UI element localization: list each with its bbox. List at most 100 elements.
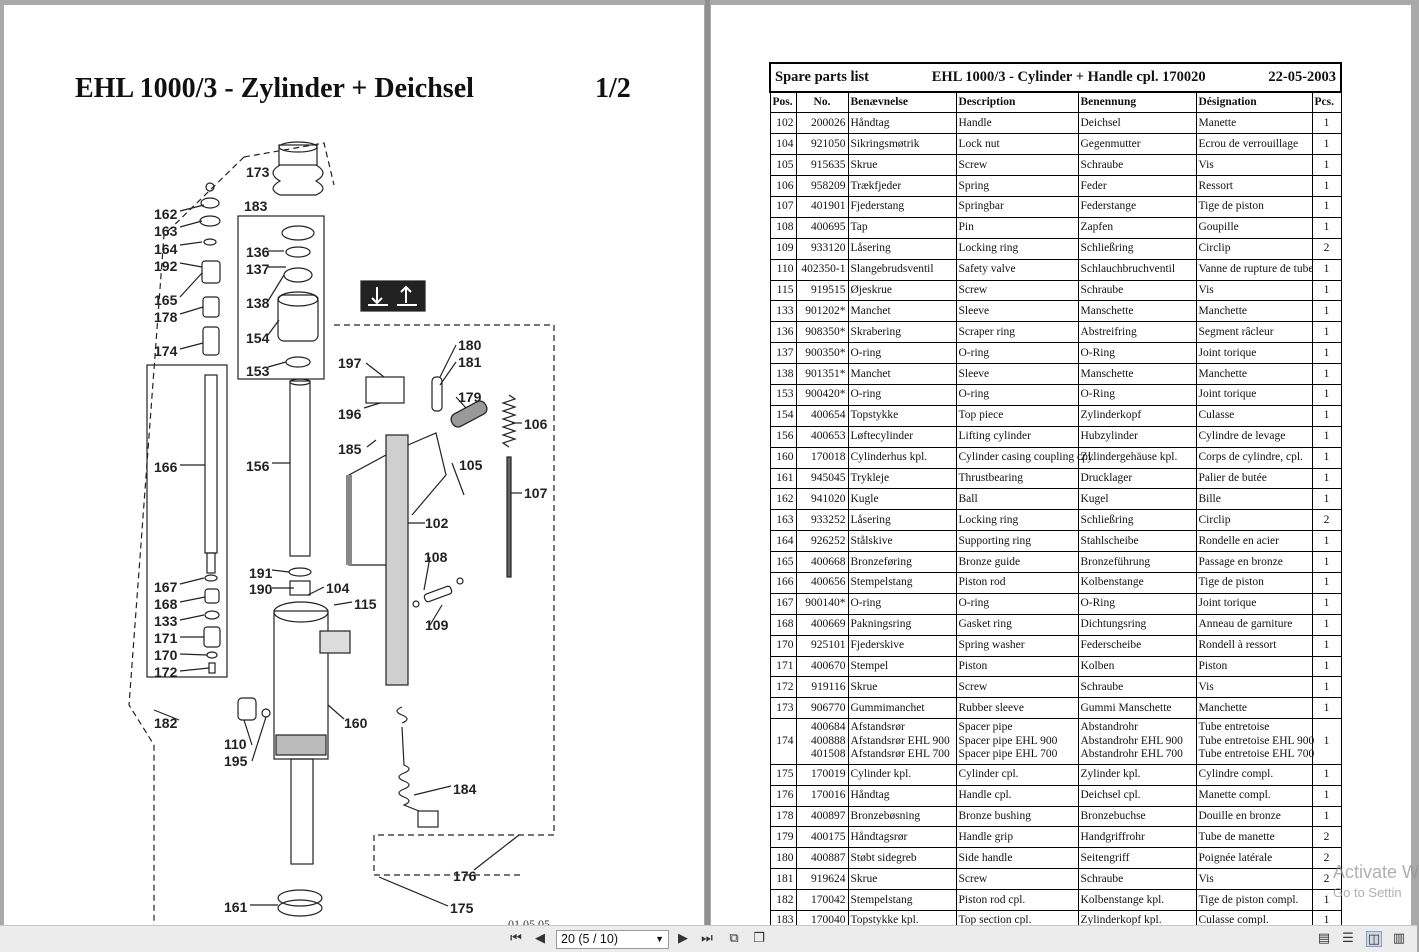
exploded-view-drawing: 1731831621631641921361371651781381541741… <box>128 141 555 925</box>
two-page-continuous-icon[interactable]: ▥ <box>1392 931 1406 946</box>
cell-danish: Manchet <box>847 300 957 323</box>
cell-english: Locking ring <box>955 509 1079 532</box>
cell-english: Spring <box>955 175 1079 197</box>
first-page-icon[interactable]: ⏮ <box>510 931 522 946</box>
cell-german: Handgriffrohr <box>1077 826 1197 849</box>
table-title-row: Spare parts list EHL 1000/3 - Cylinder +… <box>768 62 1343 93</box>
cell-german: Schraube <box>1077 676 1197 699</box>
cell-pcs: 1 <box>1311 404 1342 427</box>
last-page-icon[interactable]: ⏭ <box>701 931 713 946</box>
cell-english: Gasket ring <box>955 613 1079 636</box>
cell-german: Deichsel <box>1077 112 1197 135</box>
single-page-icon[interactable]: ▤ <box>1317 931 1331 946</box>
cell-danish: Skrue <box>847 676 957 699</box>
cell-pos: 170 <box>769 634 797 657</box>
cell-german: Zylindergehäuse kpl. <box>1077 446 1197 469</box>
cell-danish: Trækfjeder <box>847 175 957 197</box>
cell-pos: 108 <box>769 216 797 239</box>
cell-danish: Pakningsring <box>847 613 957 636</box>
callout-label: 160 <box>344 715 368 731</box>
cell-english: Supporting ring <box>955 530 1079 553</box>
cell-english: Screw <box>955 676 1079 699</box>
cell-pos: 164 <box>769 530 797 553</box>
cell-german: Zylinderkopf <box>1077 404 1197 427</box>
watermark-line2: Go to Settin <box>1333 885 1402 900</box>
cell-english: Side handle <box>955 847 1079 870</box>
cell-danish: Gummimanchet <box>847 697 957 720</box>
cell-pcs: 1 <box>1311 613 1342 636</box>
callout-label: 182 <box>154 715 178 731</box>
compare-icon[interactable]: ❐ <box>753 931 765 946</box>
cell-french: Vis <box>1195 676 1313 699</box>
cell-part-no: 919515 <box>795 279 849 302</box>
two-page-icon[interactable]: ◫ <box>1366 931 1382 947</box>
cell-german: Drucklager <box>1077 467 1197 490</box>
cell-german: Hubzylinder <box>1077 425 1197 448</box>
cell-pcs: 1 <box>1311 763 1342 786</box>
callout-label: 170 <box>154 647 178 663</box>
document-page-left[interactable]: EHL 1000/3 - Zylinder + Deichsel 1/2 <box>4 5 704 931</box>
cell-pcs: 1 <box>1311 112 1342 135</box>
cell-pos: 182 <box>769 889 797 911</box>
cell-pcs: 1 <box>1311 300 1342 323</box>
document-page-right[interactable]: Spare parts list EHL 1000/3 - Cylinder +… <box>711 5 1411 932</box>
continuous-page-icon[interactable]: ☰ <box>1342 931 1354 946</box>
cell-pcs: 2 <box>1311 868 1342 891</box>
callout-label: 167 <box>154 579 178 595</box>
cell-pos: 161 <box>769 467 797 490</box>
callout-label: 109 <box>425 617 449 633</box>
page-select[interactable]: 20 (5 / 10) ▼ <box>556 930 669 949</box>
cell-pos: 156 <box>769 425 797 448</box>
cell-danish: Fjederskive <box>847 634 957 657</box>
cell-german: Stahlscheibe <box>1077 530 1197 553</box>
cell-part-no: 400669 <box>795 613 849 636</box>
cell-line: Tube entretoise EHL 700 <box>1198 748 1315 761</box>
cell-english: Pin <box>955 216 1079 239</box>
prev-page-icon[interactable]: ◀ <box>535 931 545 946</box>
cell-german: Schraube <box>1077 868 1197 891</box>
cell-german: Schraube <box>1077 279 1197 302</box>
cell-german: Gummi Manschette <box>1077 697 1197 720</box>
cell-danish: Trykleje <box>847 467 957 490</box>
cell-english: Sleeve <box>955 300 1079 323</box>
cell-pcs: 2 <box>1311 509 1342 532</box>
cell-pcs: 2 <box>1311 826 1342 849</box>
cell-english: Rubber sleeve <box>955 697 1079 720</box>
cell-pcs: 1 <box>1311 592 1342 615</box>
cell-line: Afstandsrør EHL 900 <box>850 734 950 747</box>
cell-french: Vis <box>1195 154 1313 177</box>
cell-danish: Kugle <box>847 488 957 511</box>
cell-pos: 138 <box>769 363 797 385</box>
cell-line: Tube entretoise EHL 900 <box>1198 734 1315 747</box>
callout-label: 165 <box>154 292 178 308</box>
cell-danish: Skrue <box>847 154 957 177</box>
cell-line: 400888 <box>811 734 846 747</box>
cell-french: Joint torique <box>1195 383 1313 406</box>
page-title: EHL 1000/3 - Zylinder + Deichsel <box>75 73 474 104</box>
callout-label: 164 <box>154 241 178 257</box>
cell-french: Joint torique <box>1195 342 1313 365</box>
copy-icon[interactable]: ⧉ <box>729 931 739 946</box>
cell-pos: 115 <box>769 279 797 302</box>
col-header-pcs: Pcs. <box>1311 91 1342 114</box>
cell-french: Rondelle en acier <box>1195 530 1313 553</box>
callout-label: 166 <box>154 459 178 475</box>
table-header-row: Pos. No. Benævnelse Description Benennun… <box>769 91 1342 114</box>
cell-danish: Støbt sidegreb <box>847 847 957 870</box>
cell-english: Sleeve <box>955 363 1079 385</box>
cell-french: Goupille <box>1195 216 1313 239</box>
cell-french: Culasse <box>1195 404 1313 427</box>
next-page-icon[interactable]: ▶ <box>678 931 688 946</box>
cell-english: Cylinder casing coupling cpl. <box>955 446 1094 469</box>
cell-pcs: 1 <box>1311 279 1342 302</box>
cell-german: Bronzeführung <box>1077 551 1197 573</box>
cell-english: Bronze bushing <box>955 805 1079 828</box>
table-title: Spare parts list <box>775 69 869 85</box>
